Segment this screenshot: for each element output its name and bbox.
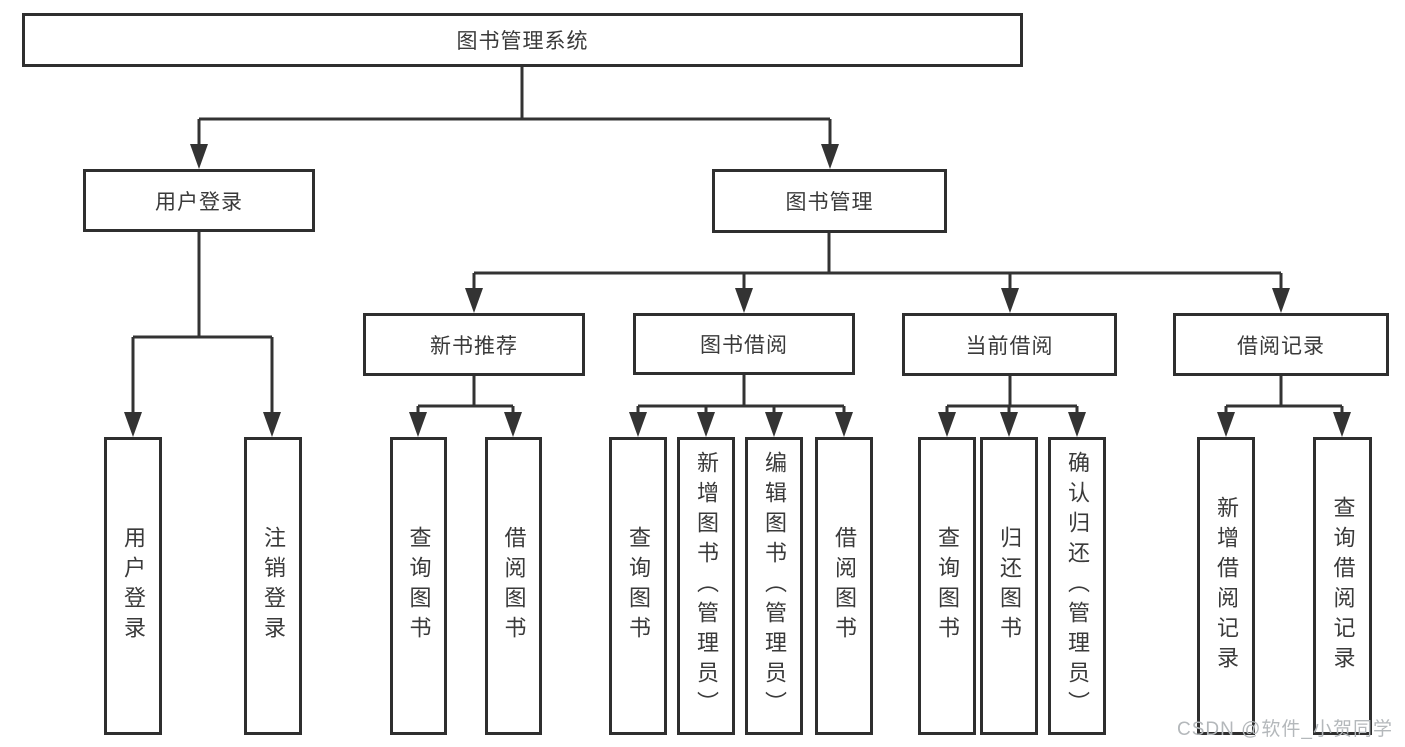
leaf-query-books-borrowing-label: 查询图书 (626, 526, 651, 646)
leaf-logout: 注销登录 (244, 437, 302, 735)
leaf-borrow-books: 借阅图书 (815, 437, 873, 735)
leaf-borrow-books-label: 借阅图书 (832, 526, 857, 646)
leaf-add-borrow-record: 新增借阅记录 (1197, 437, 1255, 735)
leaf-return-book-label: 归还图书 (997, 526, 1022, 646)
leaf-edit-book-admin-label: 编辑图书（管理员） (762, 451, 787, 721)
node-borrowing-records: 借阅记录 (1173, 313, 1389, 376)
node-new-book-recommend: 新书推荐 (363, 313, 585, 376)
node-book-borrowing-label: 图书借阅 (700, 334, 788, 357)
node-root-system: 图书管理系统 (22, 13, 1023, 67)
leaf-return-book: 归还图书 (980, 437, 1038, 735)
csdn-watermark: CSDN @软件_小贺同学 (1177, 719, 1393, 740)
node-current-borrowing-label: 当前借阅 (965, 334, 1054, 358)
node-borrowing-records-label: 借阅记录 (1237, 334, 1325, 358)
leaf-edit-book-admin: 编辑图书（管理员） (745, 437, 803, 735)
node-root-system-label: 图书管理系统 (456, 30, 589, 53)
leaf-query-books-current-label: 查询图书 (935, 526, 960, 646)
leaf-confirm-return-admin: 确认归还（管理员） (1048, 437, 1106, 735)
leaf-borrow-books-recommend-label: 借阅图书 (501, 526, 527, 646)
node-book-management: 图书管理 (712, 169, 947, 233)
node-current-borrowing: 当前借阅 (902, 313, 1117, 376)
leaf-query-books-recommend: 查询图书 (390, 437, 447, 735)
leaf-add-borrow-record-label: 新增借阅记录 (1214, 496, 1239, 676)
node-user-login: 用户登录 (83, 169, 315, 232)
leaf-add-book-admin-label: 新增图书（管理员） (694, 451, 719, 721)
arrowheads (124, 144, 1351, 437)
leaf-query-borrow-record-label: 查询借阅记录 (1330, 496, 1356, 676)
leaf-query-books-current: 查询图书 (918, 437, 976, 735)
node-user-login-label: 用户登录 (155, 190, 243, 214)
leaf-add-book-admin: 新增图书（管理员） (677, 437, 735, 735)
leaf-query-books-recommend-label: 查询图书 (406, 526, 432, 646)
leaf-confirm-return-admin-label: 确认归还（管理员） (1065, 451, 1090, 721)
leaf-user-login: 用户登录 (104, 437, 162, 735)
node-new-book-recommend-label: 新书推荐 (430, 334, 518, 358)
leaf-borrow-books-recommend: 借阅图书 (485, 437, 542, 735)
leaf-query-borrow-record: 查询借阅记录 (1313, 437, 1372, 735)
tree-edges (131, 67, 1344, 416)
leaf-query-books-borrowing: 查询图书 (609, 437, 667, 735)
node-book-borrowing: 图书借阅 (633, 313, 855, 375)
node-book-management-label: 图书管理 (785, 191, 874, 214)
leaf-logout-label: 注销登录 (261, 526, 286, 646)
leaf-user-login-label: 用户登录 (121, 526, 146, 646)
